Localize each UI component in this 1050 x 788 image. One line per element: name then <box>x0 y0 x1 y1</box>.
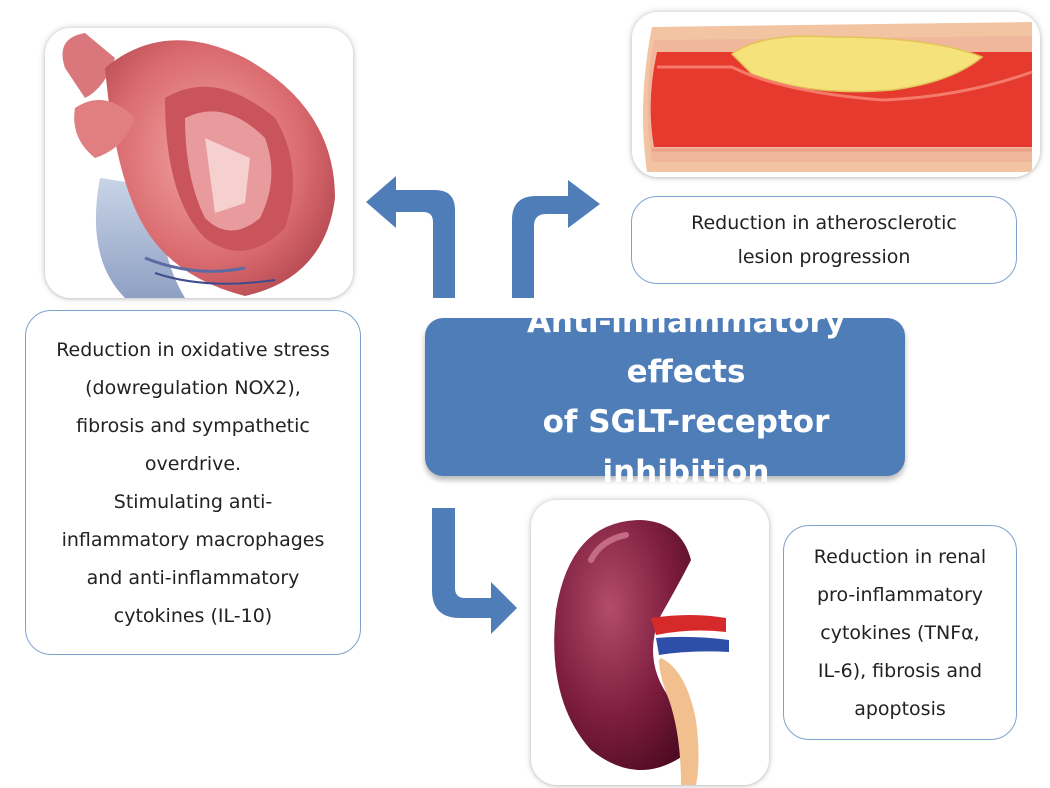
kidney-image-panel <box>531 500 769 785</box>
kidney-effect-line: apoptosis <box>854 697 946 720</box>
heart-effect-line: (dowregulation NOX2), <box>85 376 301 399</box>
arrow-to-heart <box>366 176 455 298</box>
kidney-effect-box: Reduction in renal pro-inflammatory cyto… <box>783 525 1017 740</box>
heart-effect-line: Stimulating anti- <box>113 490 273 513</box>
heart-effect-box: Reduction in oxidative stress (dowregula… <box>25 310 361 655</box>
heart-effect-line: overdrive. <box>144 452 242 475</box>
kidney-effect-line: Reduction in renal <box>813 545 987 568</box>
kidney-illustration <box>531 500 769 785</box>
heart-effect-line: cytokines (IL-10) <box>113 604 273 627</box>
atherosclerosis-line-2: lesion progression <box>737 246 911 268</box>
kidney-effect-line: pro-inflammatory <box>816 583 983 606</box>
central-title-box: Anti-inflammatory effects of SGLT-recept… <box>425 304 905 490</box>
central-title-line-2: of SGLT-receptor inhibition <box>542 404 830 490</box>
kidney-effect-line: cytokines (TNFα, <box>820 621 980 644</box>
heart-effect-line: and anti-inflammatory <box>86 566 300 589</box>
atherosclerosis-effect-box: Reduction in atherosclerotic lesion prog… <box>631 196 1017 284</box>
artery-image-panel <box>632 12 1040 177</box>
kidney-effect-line: IL-6), fibrosis and <box>817 659 983 682</box>
arrow-to-kidney <box>432 508 517 634</box>
central-title-line-1: Anti-inflammatory effects <box>526 304 846 390</box>
heart-effect-line: fibrosis and sympathetic <box>76 414 310 437</box>
heart-illustration <box>45 28 353 298</box>
heart-image-panel <box>45 28 353 298</box>
heart-effect-line: inflammatory macrophages <box>61 528 325 551</box>
heart-effect-line: Reduction in oxidative stress <box>56 338 330 361</box>
artery-illustration <box>632 12 1040 177</box>
arrow-to-artery <box>512 180 600 298</box>
atherosclerosis-line-1: Reduction in atherosclerotic <box>691 212 957 234</box>
